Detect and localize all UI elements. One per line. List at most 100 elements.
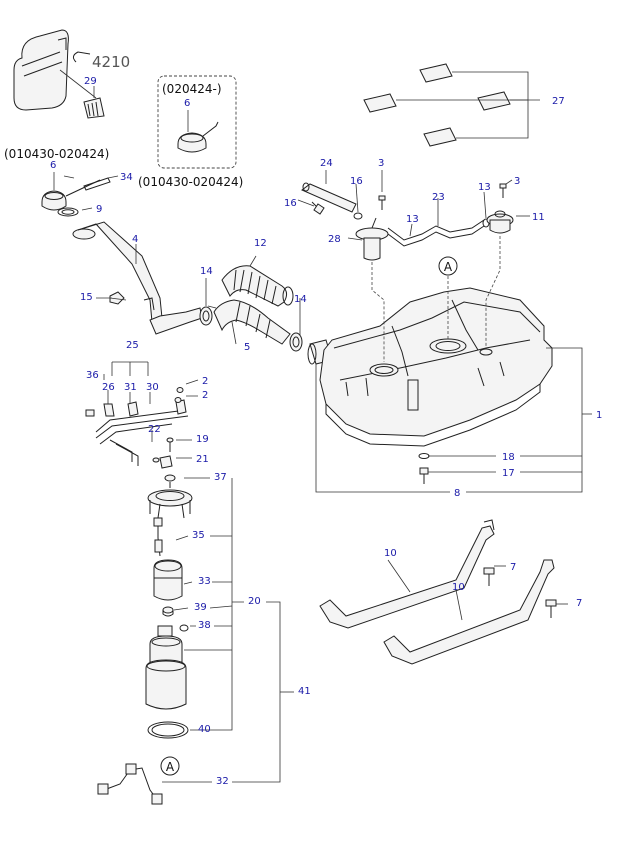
fuel-pump-motor [149, 625, 183, 663]
fuel-lines [95, 409, 189, 466]
filler-neck [72, 221, 203, 335]
fuel-filler-door [13, 29, 69, 111]
callout-17: 17 [502, 468, 515, 479]
callout-11: 11 [532, 212, 545, 223]
tank-strap-right [383, 559, 555, 665]
gasket-ring [57, 207, 79, 217]
fuel-sender-unit [355, 217, 389, 261]
callout-labels: 29 6 6 34 9 4 15 12 14 14 5 24 3 16 16 2… [50, 76, 602, 787]
strap-bolt-a [483, 567, 495, 586]
callout-3-right: 3 [514, 176, 520, 187]
leader-lines [53, 71, 592, 783]
section-marker-top-text: A [444, 260, 453, 274]
callout-15: 15 [80, 292, 93, 303]
callout-24: 24 [320, 158, 333, 169]
callout-18: 18 [502, 452, 515, 463]
fuel-tank [319, 287, 553, 447]
callout-27: 27 [552, 96, 565, 107]
fuel-cap-old [41, 179, 101, 211]
callout-26: 26 [102, 382, 115, 393]
callout-10-left: 10 [384, 548, 397, 559]
callout-3-left: 3 [378, 158, 384, 169]
callout-14-lower: 14 [294, 294, 307, 305]
hose-clamp-upper [199, 306, 213, 326]
tank-strap-left [319, 519, 495, 629]
section-marker-top: A [438, 256, 458, 276]
callout-41: 41 [298, 686, 311, 697]
callout-25: 25 [126, 340, 139, 351]
callout-10-right: 10 [452, 582, 465, 593]
insulator-pad-2 [363, 93, 397, 113]
pump-wiring-harness [97, 763, 163, 805]
pump-flange [147, 482, 193, 519]
line-clip-b [127, 401, 139, 417]
callout-34: 34 [120, 172, 133, 183]
pump-o-ring-38 [179, 624, 189, 632]
callout-23: 23 [432, 192, 445, 203]
callout-1: 1 [596, 410, 602, 421]
fuel-cap-new [177, 121, 219, 153]
reference-link: 4210 [72, 51, 130, 71]
pump-filter-canister [145, 659, 187, 710]
tank-washer [418, 453, 430, 459]
pump-harness [153, 517, 163, 557]
callout-16-lower: 16 [284, 198, 297, 209]
callout-38: 38 [198, 620, 211, 631]
callout-35: 35 [192, 530, 205, 541]
callout-5: 5 [244, 342, 250, 353]
insulator-pad-1 [419, 63, 453, 83]
callout-2-lower: 2 [202, 390, 208, 401]
callout-36: 36 [86, 370, 99, 381]
flange-gasket-40 [147, 721, 189, 739]
callout-28: 28 [328, 234, 341, 245]
o-ring-a [353, 212, 363, 220]
note-range-upper: (010430-020424) [4, 147, 109, 161]
note-range-lower: (010430-020424) [138, 175, 243, 189]
callout-6-new-cap: 6 [184, 98, 190, 109]
pump-nut [164, 474, 176, 482]
callout-40: 40 [198, 724, 211, 735]
dated-cap-box [157, 75, 237, 169]
callout-19: 19 [196, 434, 209, 445]
tether-strap [83, 177, 111, 191]
vapor-hose [221, 265, 294, 307]
callout-30: 30 [146, 382, 159, 393]
breather-pipe [301, 182, 357, 213]
callout-9: 9 [96, 204, 102, 215]
strap-bolt-b [545, 599, 557, 618]
callout-13-left: 13 [406, 214, 419, 225]
line-clip-a [103, 403, 115, 417]
clip-bolt [85, 409, 95, 417]
callout-29: 29 [84, 76, 97, 87]
clip-screw-a [176, 387, 184, 393]
rollover-valve [486, 210, 514, 234]
note-from-date: (020424-) [162, 82, 222, 96]
callout-6-old-cap: 6 [50, 160, 56, 171]
callout-39: 39 [194, 602, 207, 613]
callout-37: 37 [214, 472, 227, 483]
callout-12: 12 [254, 238, 267, 249]
hose-clamp-lower [289, 332, 303, 352]
section-marker-bottom-text: A [166, 760, 175, 774]
tank-bolt [419, 467, 429, 484]
callout-32: 32 [216, 776, 229, 787]
insulator-pad-4 [423, 127, 457, 147]
small-bolt-19 [166, 437, 174, 452]
vapor-tube [387, 219, 485, 247]
section-marker-bottom: A [160, 756, 180, 776]
callout-22: 22 [148, 424, 161, 435]
callout-31: 31 [124, 382, 137, 393]
screw-a [378, 195, 386, 210]
callout-20: 20 [248, 596, 261, 607]
clamp-bolt [109, 291, 125, 305]
callout-14-upper: 14 [200, 266, 213, 277]
screw-b [499, 183, 507, 198]
filler-door-label-tag [83, 97, 105, 119]
callout-8: 8 [454, 488, 460, 499]
callout-21: 21 [196, 454, 209, 465]
callout-7-upper: 7 [510, 562, 516, 573]
callout-7-lower: 7 [576, 598, 582, 609]
pump-housing [153, 559, 183, 601]
callout-16-upper: 16 [350, 176, 363, 187]
